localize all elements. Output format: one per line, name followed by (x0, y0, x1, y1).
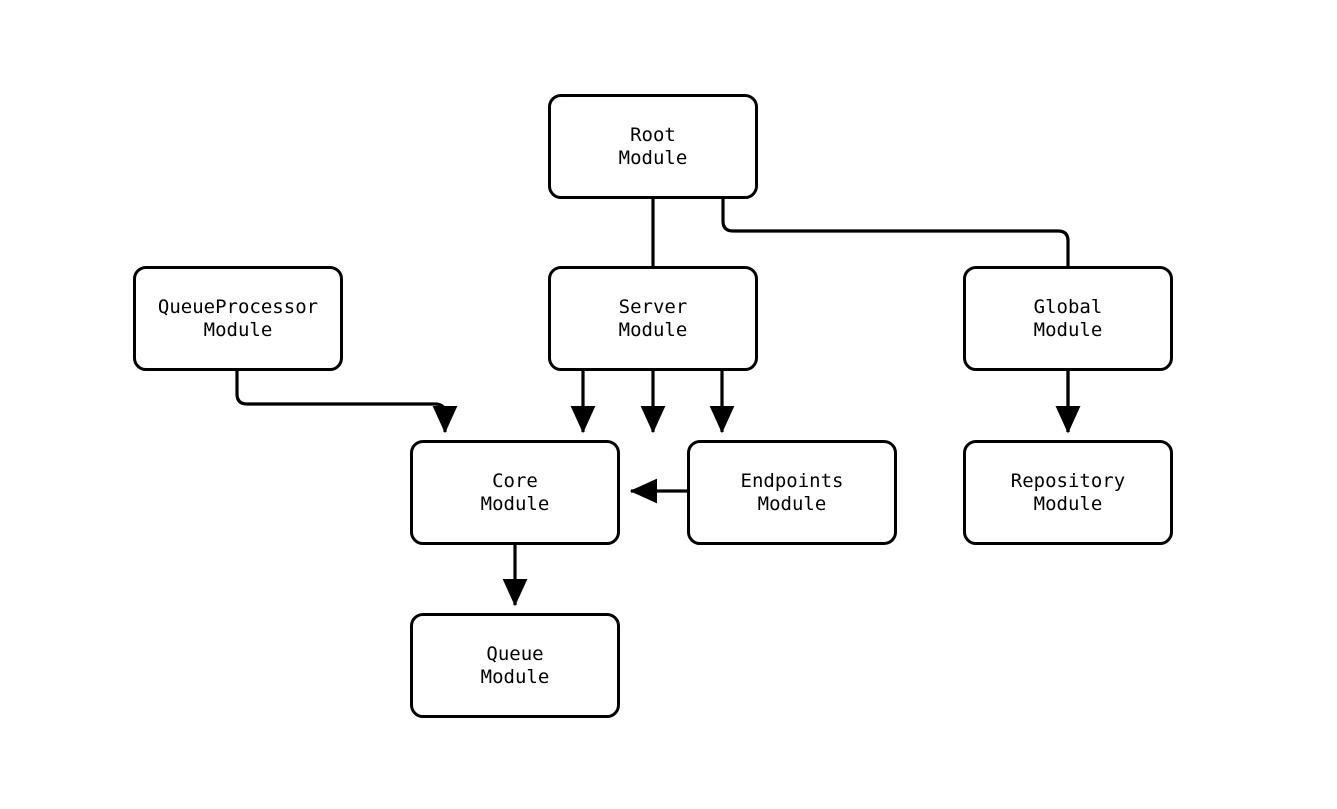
node-label-primary: Root (630, 123, 676, 146)
node-label-primary: Endpoints (740, 469, 844, 492)
node-label-primary: Queue (486, 642, 544, 665)
node-label-secondary: Module (618, 146, 688, 169)
node-label-primary: Global (1033, 295, 1103, 318)
node-label-secondary: Module (757, 492, 827, 515)
node-label-primary: Server (618, 295, 688, 318)
node-label-primary: Core (492, 469, 538, 492)
node-label-secondary: Module (480, 492, 550, 515)
node-label-secondary: Module (203, 318, 273, 341)
node-label-secondary: Module (480, 665, 550, 688)
node-label-secondary: Module (1033, 492, 1103, 515)
node-label-primary: QueueProcessor (157, 295, 319, 318)
edge-queueprocessor-core (235, 371, 458, 434)
node-label-secondary: Module (1033, 318, 1103, 341)
edge-root-global (721, 199, 1081, 434)
node-label-secondary: Module (618, 318, 688, 341)
node-label-primary: Repository (1010, 469, 1126, 492)
